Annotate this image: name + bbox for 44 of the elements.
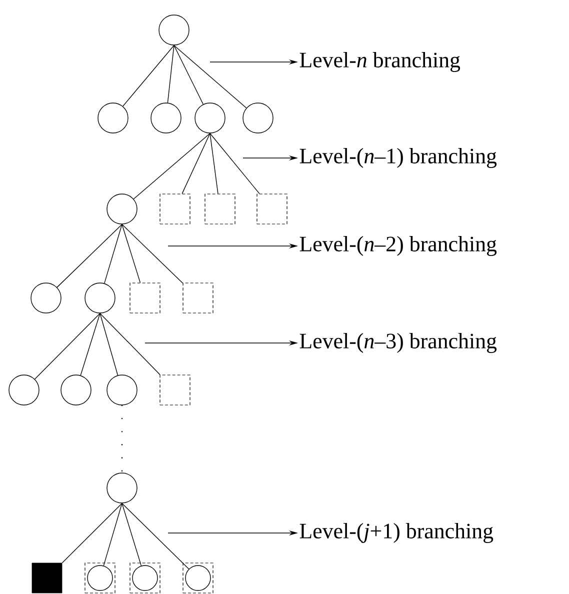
branch-line [133, 133, 210, 200]
branch-line [122, 224, 184, 284]
filled-square [32, 562, 62, 594]
level-label: Level-(n–2) branching [300, 236, 497, 256]
branch-line [210, 133, 260, 194]
branch-line [210, 133, 218, 194]
branch-line [182, 133, 210, 194]
branch-line [34, 313, 100, 380]
branch-line [62, 503, 122, 564]
branch-line [122, 503, 142, 566]
branch-line [122, 503, 190, 570]
branch-line [103, 503, 122, 566]
level-label: Level-(j+1) branching [300, 523, 494, 543]
branch-line [100, 313, 160, 376]
circle-node [8, 374, 40, 406]
level-label: Level-(n–3) branching [300, 333, 497, 353]
branch-line [122, 45, 174, 107]
branch-line [104, 224, 122, 284]
branch-line [122, 224, 141, 284]
circle-node [242, 102, 274, 134]
level-label: Level-n branching [300, 52, 460, 72]
circle-node [84, 282, 116, 314]
dashed-box [182, 282, 214, 314]
dashed-box [130, 282, 160, 314]
circle-node [98, 102, 128, 134]
dashed-box [160, 194, 190, 224]
circle-node [194, 102, 226, 134]
branch-line [56, 224, 122, 288]
dashed-box [256, 194, 288, 224]
branch-line [174, 45, 247, 108]
circle-node [106, 194, 138, 224]
branch-line [100, 313, 118, 376]
circle-node [106, 472, 138, 504]
circle-node [30, 282, 62, 314]
branch-line [174, 45, 204, 105]
circle-node [60, 374, 92, 406]
level-label: Level-(n–1) branching [300, 148, 497, 168]
dashed-box [160, 374, 190, 406]
circle-node [150, 102, 182, 134]
branch-line [80, 313, 100, 376]
branch-line [167, 45, 174, 104]
circle-node [158, 14, 190, 46]
dashed-box [204, 194, 236, 224]
circle-node [106, 374, 138, 406]
